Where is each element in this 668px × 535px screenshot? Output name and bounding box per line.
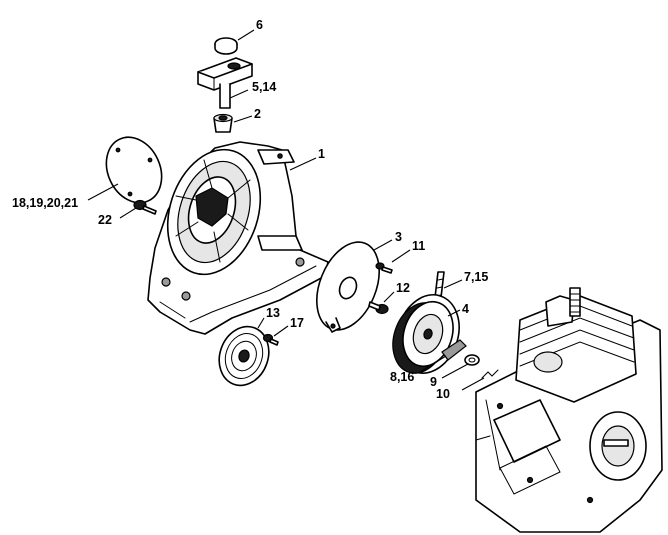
callout-18-19-20-21: 18,19,20,21 xyxy=(12,196,78,210)
part-13-rewind-spring xyxy=(218,325,270,387)
part-9-washer xyxy=(464,354,480,366)
engine-block xyxy=(475,287,663,533)
part-4-rope-rotor xyxy=(392,294,460,374)
callout-6: 6 xyxy=(256,18,263,32)
part-1-fan-housing xyxy=(147,141,329,335)
part-8-16-pawl xyxy=(441,339,467,361)
callout-17: 17 xyxy=(290,316,304,330)
callout-2: 2 xyxy=(254,107,261,121)
callout-12: 12 xyxy=(396,281,410,295)
part-17-screw xyxy=(262,333,279,346)
callout-5-14: 5,14 xyxy=(252,80,276,94)
part-18-21-cover-plate xyxy=(105,136,163,204)
leader-lines xyxy=(87,29,485,391)
callout-1: 1 xyxy=(318,147,325,161)
part-3-washer-plate xyxy=(316,241,380,333)
callout-labels: 6 5,14 2 1 18,19,20,21 22 3 11 7,15 12 4… xyxy=(12,18,488,401)
callout-3: 3 xyxy=(395,230,402,244)
callout-13: 13 xyxy=(266,306,280,320)
callout-4: 4 xyxy=(462,302,469,316)
part-11-screw xyxy=(375,262,393,274)
callout-11: 11 xyxy=(412,239,425,253)
callout-7-15: 7,15 xyxy=(464,270,488,284)
part-10-spring-clip xyxy=(481,369,499,379)
callout-8-16: 8,16 xyxy=(390,370,414,384)
part-5-14-starter-grip xyxy=(197,57,253,109)
part-12-screw xyxy=(368,301,389,315)
callout-9: 9 xyxy=(430,375,437,389)
part-6-handle-cap xyxy=(214,37,238,55)
callout-22: 22 xyxy=(98,213,112,227)
callout-10: 10 xyxy=(436,387,450,401)
part-22-screw xyxy=(133,199,157,215)
part-2-rope-guide-bush xyxy=(213,113,233,133)
